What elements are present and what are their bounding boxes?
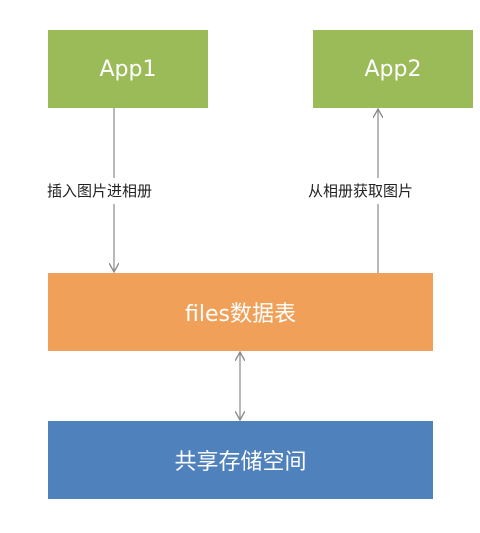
app1-node: App1 [48,30,208,108]
edge-label-insert: 插入图片进相册 [47,178,153,204]
shared-storage-node: 共享存储空间 [48,421,433,499]
app2-node: App2 [313,30,473,108]
files-table-node: files数据表 [48,273,433,351]
edge-label-get: 从相册获取图片 [308,178,414,204]
